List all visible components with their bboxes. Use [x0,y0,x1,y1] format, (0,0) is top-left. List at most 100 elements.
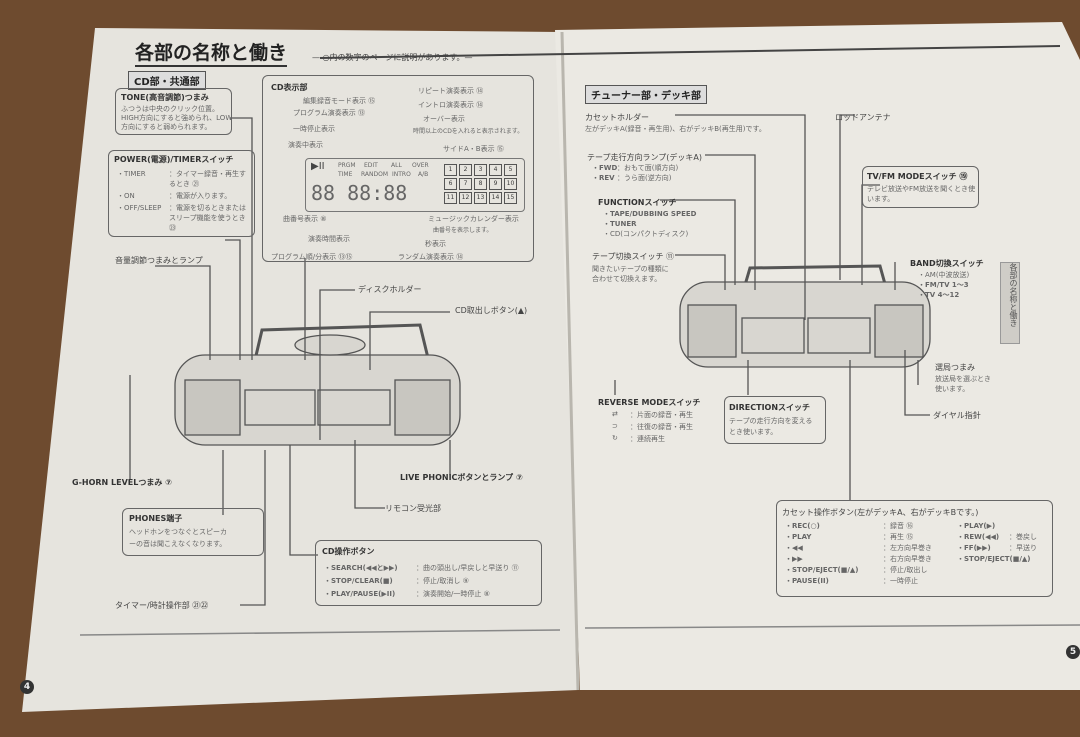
boombox-illustration-right [679,264,931,368]
volume-label: 音量調節つまみとランプ [115,256,203,265]
calendar-cell: 11 [444,192,457,204]
function-item: ・TUNER [603,220,637,228]
display-label: イントロ演奏表示 ⑭ [418,101,484,109]
band-item: ・FM/TV 1〜3 [918,281,969,289]
tape-lamp-desc: ：うら面(逆方向) [617,174,672,182]
page-title: 各部の名称と働き [135,38,288,67]
side-tab: 各部の名称と働き [1000,262,1020,344]
cd-ops-key: ・STOP/CLEAR(■) [324,577,393,585]
cassette-op-key: ・PLAY [785,533,812,541]
lcd-indicator: TIME [338,171,353,178]
band-item: ・TV 4〜12 [918,291,960,299]
lcd-indicator: PRGM [338,162,356,169]
cassette-op-key: ・◀◀ [785,544,803,552]
cassette-holder-title: カセットホルダー [585,113,649,122]
phones-line: ーの音は聞こえなくなります。 [129,540,227,548]
cassette-op-key: ・REC(○) [785,522,820,530]
calendar-cell: 6 [444,178,457,190]
cd-ops-desc: ：曲の頭出し/早戻しと早送り ⑪ [416,564,519,572]
display-label: ランダム演奏表示 ⑭ [398,253,464,261]
cassette-op-desc: ：再生 ⑮ [883,533,914,541]
reverse-desc: ：往復の録音・再生 [630,423,693,431]
cassette-op-key: ・▶▶ [785,555,803,563]
tape-lamp-title: テープ走行方向ランプ(デッキA) [587,153,702,162]
tone-line: 方向にすると弱められます。 [121,123,212,131]
calendar-cell: 13 [474,192,487,204]
section-tuner-deck: チューナー部・デッキ部 [585,85,707,104]
lcd-indicator: EDIT [364,162,378,169]
lcd-indicator: ALL [391,162,402,169]
cassette-op-key: ・STOP/EJECT(■/▲) [957,555,1031,563]
band-title: BAND切換スイッチ [910,259,984,268]
display-label: 一時停止表示 [293,125,335,133]
direction-line: とき使います。 [729,428,778,436]
cd-display-box: CD表示部 編集録音モード表示 ⑮ プログラム演奏表示 ⑬ 一時停止表示 演奏中… [262,75,534,262]
cassette-op-key: ・FF(▶▶) [957,544,991,552]
page-number-left: 4 [20,680,34,694]
disc-holder-label: ディスクホルダー [358,285,422,294]
live-phonic-label: LIVE PHONICボタンとランプ ⑦ [400,473,523,482]
dial-pointer-label: ダイヤル指針 [933,411,981,420]
ghorn-label: G-HORN LEVELつまみ ⑦ [72,478,172,487]
calendar-cell: 4 [489,164,502,176]
display-label: 編集録音モード表示 ⑮ [303,97,376,105]
display-label: プログラム順/分表示 ⑬⑮ [271,253,353,261]
cassette-ops-box: カセット操作ボタン(左がデッキA、右がデッキBです。) ・REC(○)：録音 ⑯… [776,500,1053,597]
function-item: ・CD(コンパクトディスク) [603,230,689,238]
display-label: 曲番号を表示します。 [433,227,493,234]
display-label: ミュージックカレンダー表示 [428,215,519,223]
tone-box: TONE(高音調節)つまみ ふつうは中央のクリック位置。 HIGH方向にすると強… [115,88,232,135]
display-label: 時間以上のCDを入れると表示されます。 [413,128,524,135]
cassette-op-desc: ：左方向早巻き [883,544,932,552]
calendar-cell: 15 [504,192,517,204]
calendar-cell: 5 [504,164,517,176]
calendar-cell: 1 [444,164,457,176]
timer-clock-label: タイマー/時計操作部 ㉑㉒ [115,601,209,610]
book-gutter [560,31,580,691]
display-label: 曲番号表示 ⑧ [283,215,327,223]
reverse-title: REVERSE MODEスイッチ [598,398,701,407]
calendar-cell: 10 [504,178,517,190]
calendar-cell: 3 [474,164,487,176]
reverse-icon: ⇄ [612,410,618,418]
direction-line: テープの走行方向を変える [729,417,813,425]
tuning-line: 使います。 [935,385,970,393]
lcd-digits: 88 88:88 [311,181,408,205]
right-page-rule [584,624,1080,629]
remote-sensor-label: リモコン受光部 [385,504,441,513]
tvfm-line: います。 [867,195,895,203]
power-desc: ：電源を切るときまたはスリープ機能を使うとき ㉓ [169,204,246,232]
cassette-op-key: ・PLAY(▶) [957,522,996,530]
phones-line: ヘッドホンをつなぐとスピーカ [129,528,227,536]
power-desc: ：タイマー録音・再生するとき ㉑ [169,170,246,188]
boombox-illustration-left [174,323,461,446]
display-label: プログラム演奏表示 ⑬ [293,109,366,117]
cassette-op-key: ・STOP/EJECT(■/▲) [785,566,859,574]
calendar-cell: 9 [489,178,502,190]
calendar-cell: 12 [459,192,472,204]
tuning-title: 選局つまみ [935,363,975,372]
play-pause-icon: ▶II [311,161,325,172]
tuning-line: 放送局を選ぶとき [935,375,991,383]
calendar-cell: 8 [474,178,487,190]
cassette-op-desc: ：停止/取出し [883,566,928,574]
antenna-label: ロッドアンテナ [835,113,891,122]
reverse-desc: ：連続再生 [630,435,665,443]
phones-title: PHONES端子 [129,514,183,523]
leader-lines [129,114,930,606]
tvfm-box: TV/FM MODEスイッチ ⑲ テレビ放送やFM放送を聞くとき使 います。 [862,166,979,208]
tape-switch-title: テープ切換スイッチ ⑪ [592,252,675,261]
cassette-holder-desc: 左がデッキA(録音・再生用)、右がデッキB(再生用)です。 [585,125,766,133]
reverse-icon: ↻ [612,434,618,442]
power-key: ・OFF/SLEEP [117,204,162,212]
display-label: 秒表示 [425,240,446,248]
page-number-right: 5 [1066,645,1080,659]
cassette-op-desc: ：早送り [1009,544,1037,552]
tape-lamp-key: ・REV [592,174,615,182]
cassette-op-desc: ：録音 ⑯ [883,522,914,530]
tape-lamp-desc: ：おもて面(順方向) [617,164,679,172]
power-key: ・TIMER [117,170,146,178]
lcd-indicator: INTRO [392,171,411,178]
lcd-indicator: OVER [412,162,429,169]
